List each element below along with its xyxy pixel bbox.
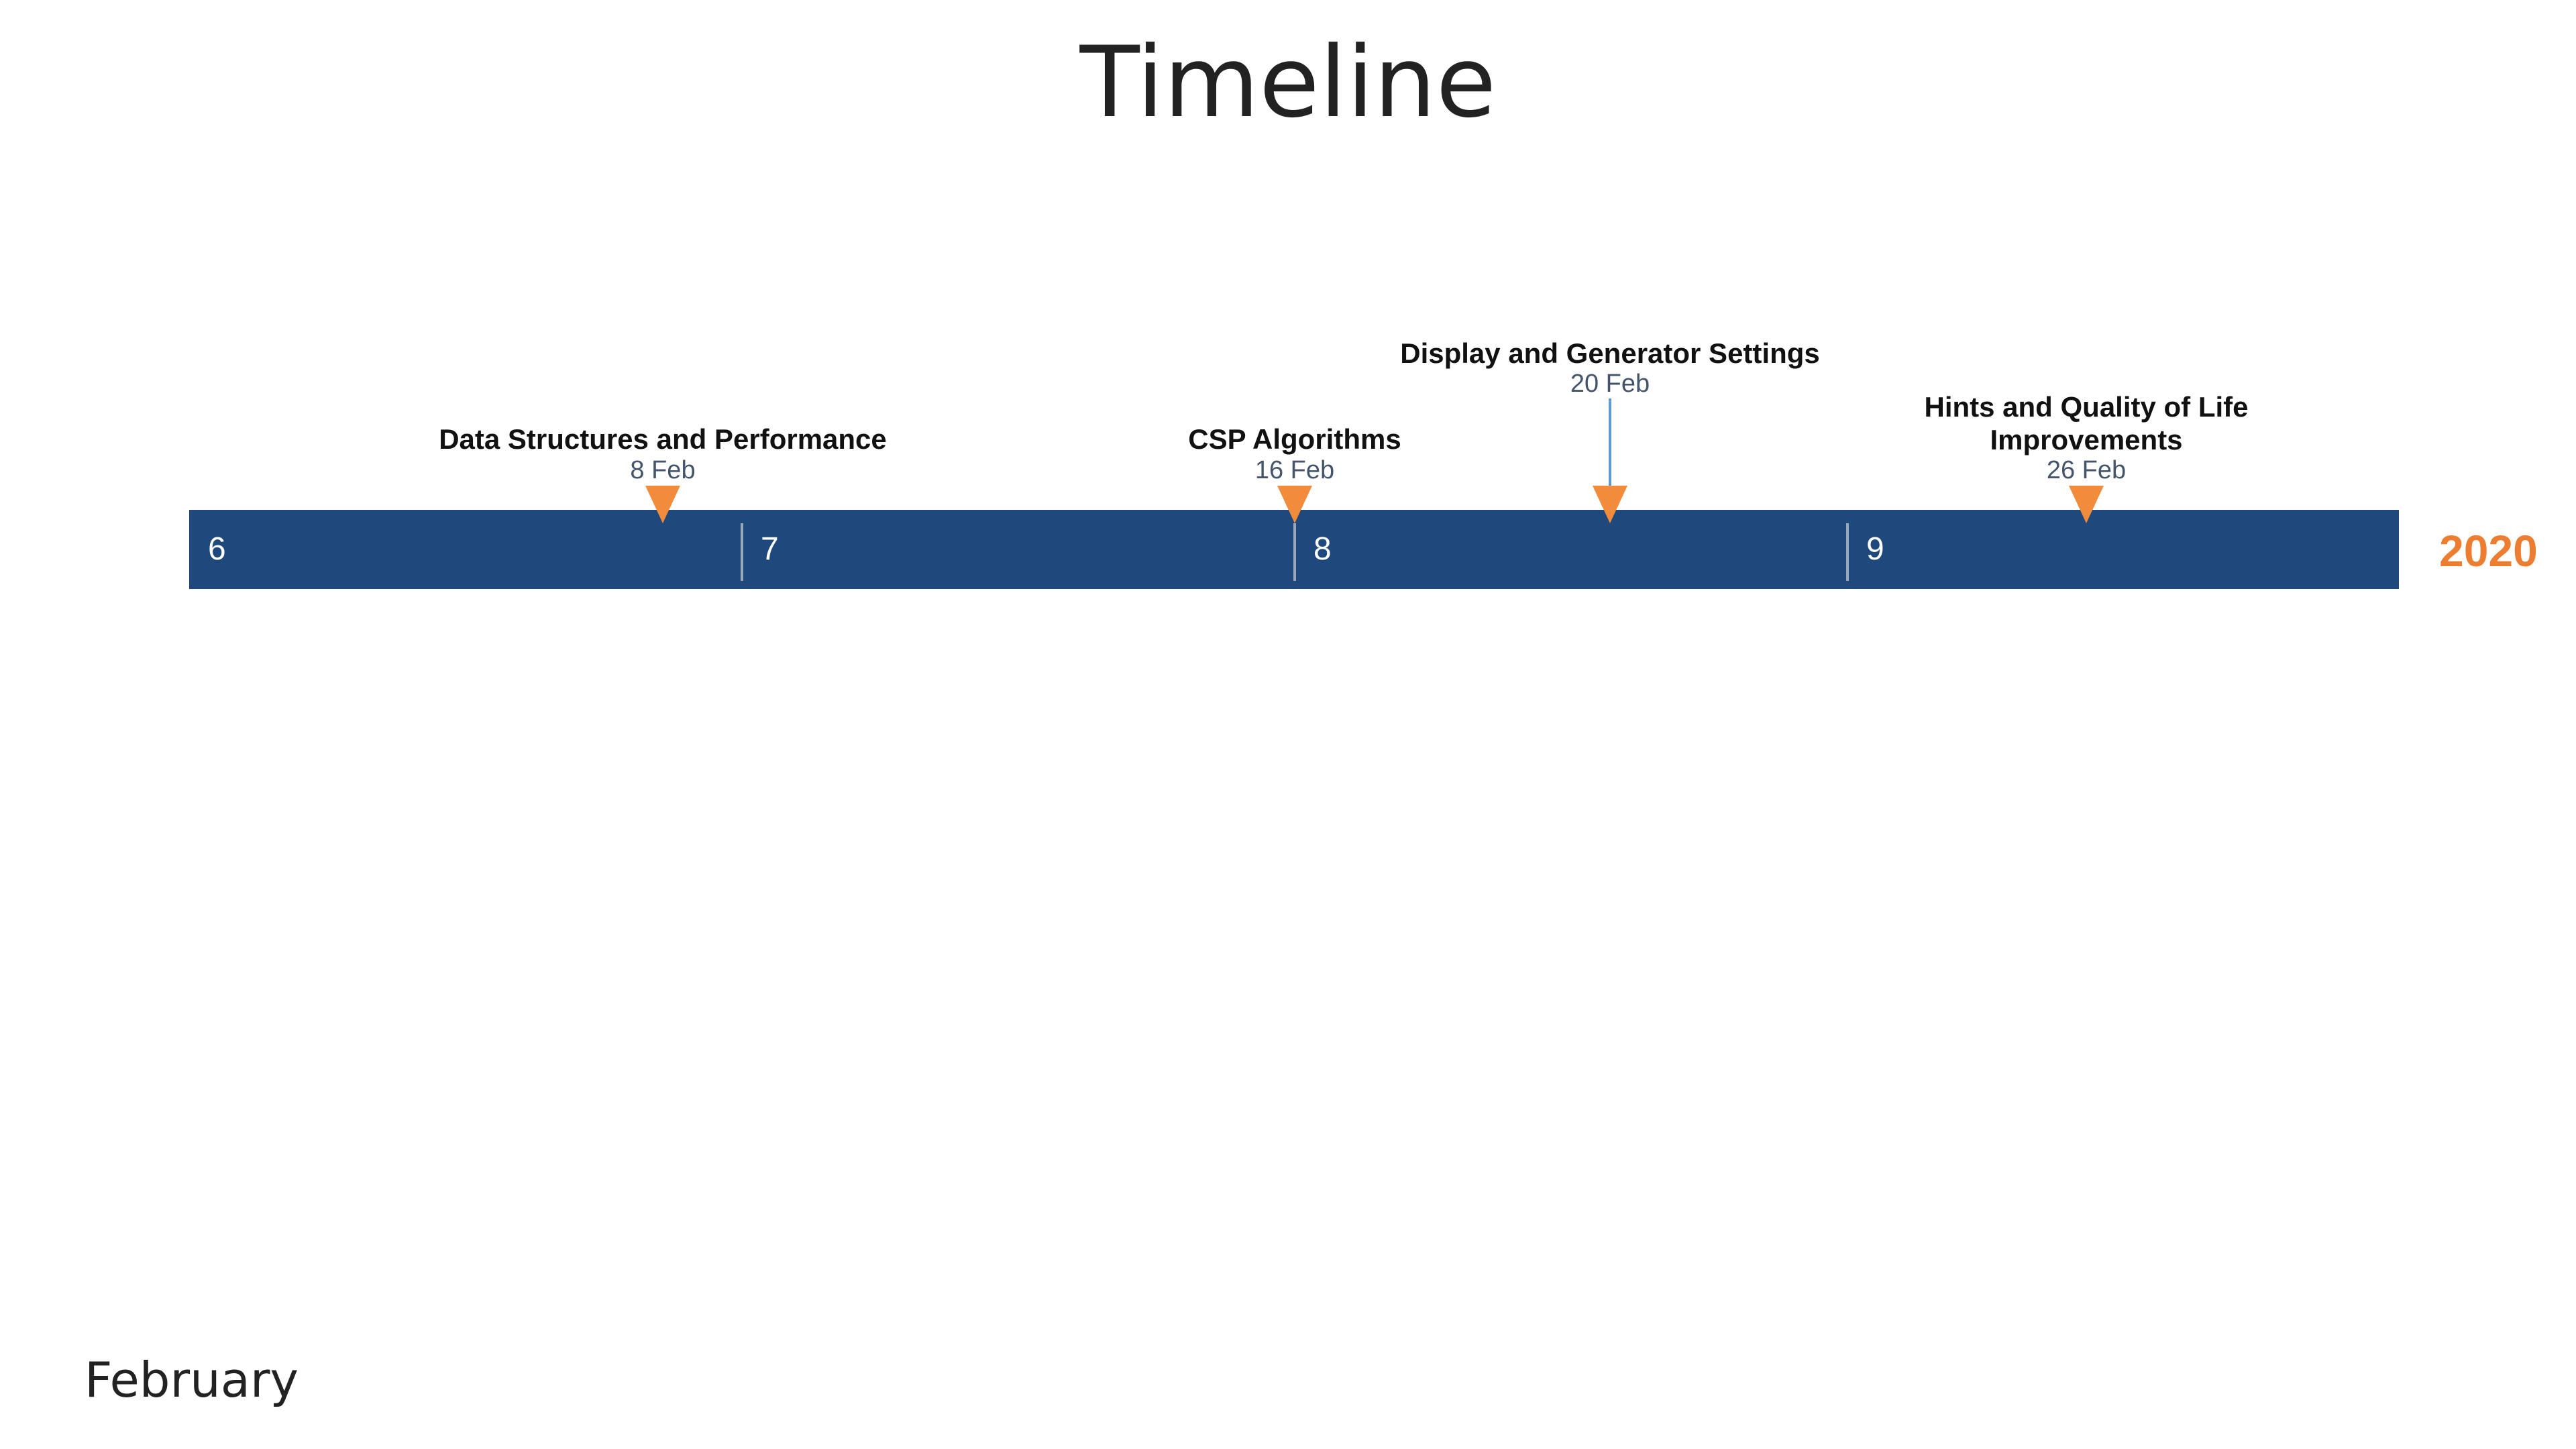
timeline-title: Timeline — [1079, 25, 1497, 140]
milestone-marker-icon — [2069, 486, 2104, 523]
month-label: February — [85, 1352, 299, 1408]
week-label-8: 8 — [1313, 531, 1332, 567]
week-divider — [741, 523, 743, 581]
milestone-stem — [1609, 398, 1611, 488]
milestone-marker-icon — [1277, 486, 1312, 523]
week-label-9: 9 — [1866, 531, 1884, 567]
week-divider — [1293, 523, 1296, 581]
milestone-title: Display and Generator Settings — [1400, 337, 1820, 369]
week-label-7: 7 — [761, 531, 779, 567]
milestone-date: 8 Feb — [630, 456, 696, 484]
week-label-6: 6 — [208, 531, 226, 567]
milestone-date: 20 Feb — [1570, 370, 1650, 398]
milestone-date: 16 Feb — [1254, 456, 1335, 484]
week-divider — [1846, 523, 1849, 581]
milestone-title: Hints and Quality of Life Improvements — [1924, 391, 2249, 455]
milestone-title: CSP Algorithms — [1188, 423, 1401, 455]
milestone-marker-icon — [645, 486, 680, 523]
milestone-marker-icon — [1593, 486, 1627, 523]
milestone-date: 26 Feb — [2046, 456, 2127, 484]
milestone-title: Data Structures and Performance — [439, 423, 887, 455]
year-label: 2020 — [2439, 526, 2538, 576]
